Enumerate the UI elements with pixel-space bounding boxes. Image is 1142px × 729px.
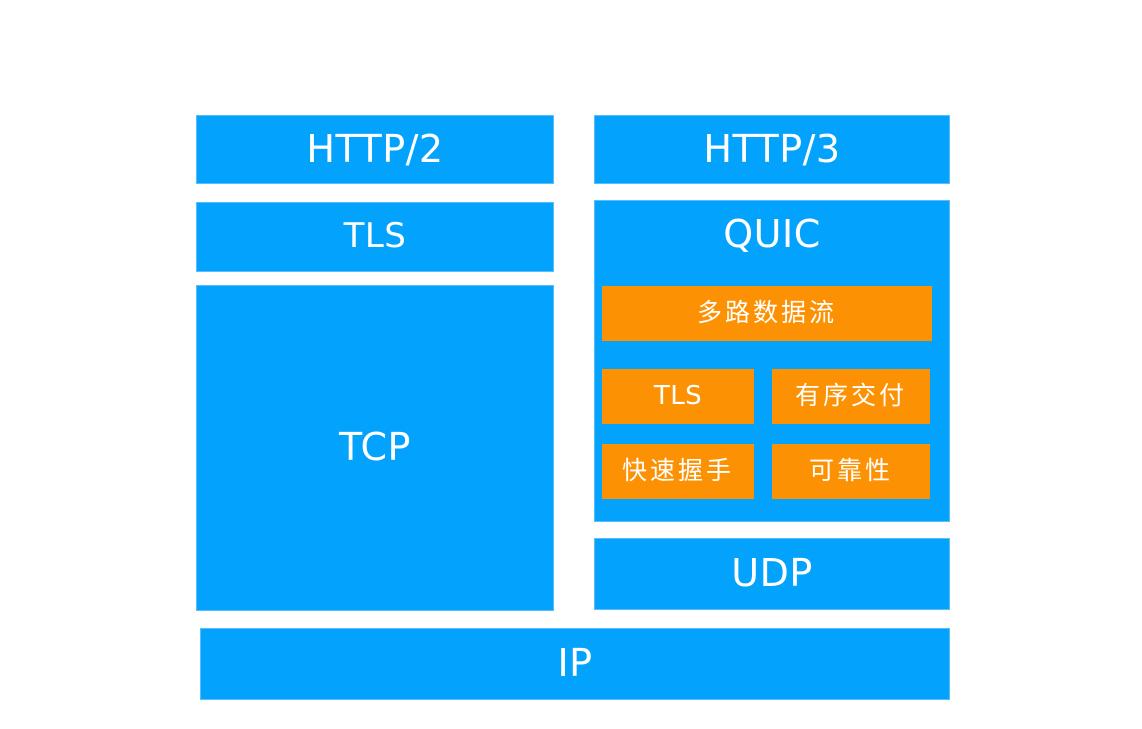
layer-http2: HTTP/2 <box>196 115 554 184</box>
layer-udp: UDP <box>594 538 950 610</box>
quic-feature-fast-handshake: 快速握手 <box>602 444 754 499</box>
quic-feature-multiplexed-streams: 多路数据流 <box>602 286 932 341</box>
quic-feature-reliability: 可靠性 <box>772 444 930 499</box>
quic-feature-tls: TLS <box>602 369 754 424</box>
layer-ip: IP <box>200 628 950 700</box>
quic-feature-ordered-delivery: 有序交付 <box>772 369 930 424</box>
layer-tcp: TCP <box>196 285 554 611</box>
layer-tls-http2: TLS <box>196 202 554 272</box>
layer-http3: HTTP/3 <box>594 115 950 184</box>
